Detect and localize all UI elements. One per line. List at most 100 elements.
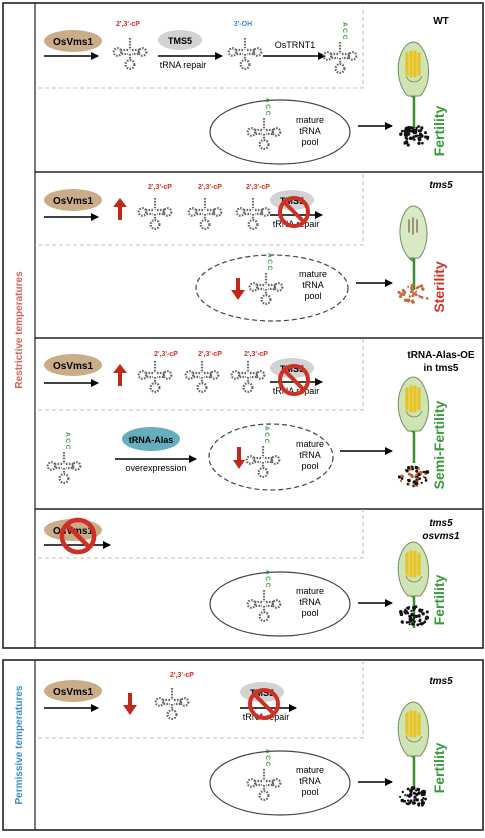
pollen-grain bbox=[420, 296, 424, 299]
pollen-grain bbox=[412, 128, 416, 132]
pollen-grain bbox=[419, 618, 422, 621]
osvms1-oval bbox=[44, 189, 102, 211]
pool-line1: mature bbox=[299, 269, 327, 279]
pollen-grain bbox=[400, 129, 404, 133]
pollen-grain bbox=[410, 465, 413, 468]
pollen-grain bbox=[401, 288, 404, 291]
down-arrow bbox=[231, 278, 245, 300]
cyclic-label: 2',3'-cP bbox=[116, 21, 140, 28]
pool-line2: tRNA bbox=[299, 450, 321, 460]
cyclic-label-1: 2',3'-cP bbox=[154, 351, 178, 358]
pollen-grain bbox=[410, 136, 414, 140]
pollen-grain bbox=[420, 284, 424, 288]
pollen-grain bbox=[413, 798, 416, 802]
tms5-label: TMS5 bbox=[168, 36, 192, 46]
cyclic-label-1: 2',3'-cP bbox=[148, 184, 172, 191]
tms5-label: TMS5 bbox=[280, 364, 304, 374]
cyclic-label-2: 2',3'-cP bbox=[198, 351, 222, 358]
pollen-grain bbox=[408, 623, 411, 626]
pollen-grain bbox=[410, 612, 414, 617]
pollen-grain bbox=[414, 605, 418, 609]
pollen-grain bbox=[418, 477, 421, 481]
pollen-grain bbox=[417, 136, 421, 140]
pollen-fertile bbox=[399, 786, 427, 807]
pollen-grain bbox=[415, 126, 418, 130]
pollen-grain bbox=[405, 802, 408, 805]
panel-tms5: OsVms1 2',3'-cP 2',3'-cP 2',3'-cP TMS5 t… bbox=[38, 172, 453, 322]
phenotype-label: Sterility bbox=[431, 261, 447, 313]
pollen-grain bbox=[413, 138, 416, 141]
pollen-grain bbox=[408, 614, 412, 618]
pollen-grain bbox=[423, 470, 426, 473]
pool-acc-label: A C C bbox=[264, 98, 271, 116]
down-arrow bbox=[123, 693, 137, 715]
pollen-grain bbox=[401, 621, 404, 624]
pool-line3: pool bbox=[301, 137, 318, 147]
pollen-grain bbox=[403, 298, 408, 302]
cyclic-label-3: 2',3'-cP bbox=[246, 184, 270, 191]
pollen-grain bbox=[415, 478, 418, 481]
pool-acc-label: A C C bbox=[264, 570, 271, 588]
trna-alas-label: tRNA-Alas bbox=[129, 435, 174, 445]
pollen-grain bbox=[416, 623, 420, 627]
pool-line3: pool bbox=[301, 461, 318, 471]
pollen-grain bbox=[421, 141, 424, 145]
genotype-line2: osvms1 bbox=[422, 531, 460, 542]
phenotype-label: Fertility bbox=[431, 743, 447, 794]
pollen-grain bbox=[415, 469, 419, 473]
pollen-grain bbox=[403, 141, 406, 144]
pollen-grain bbox=[418, 609, 422, 613]
pollen-grain bbox=[424, 131, 427, 135]
pollen-grain bbox=[412, 283, 415, 286]
trna-pool bbox=[195, 254, 349, 322]
pollen-grain bbox=[412, 480, 417, 484]
repair-label: tRNA repair bbox=[160, 60, 207, 70]
up-arrow bbox=[113, 364, 127, 386]
pollen-grain bbox=[409, 619, 413, 623]
cyclic-label-3: 2',3'-cP bbox=[244, 351, 268, 358]
pool-line1: mature bbox=[296, 115, 324, 125]
pollen-grain bbox=[424, 479, 428, 482]
pollen-grain bbox=[417, 129, 421, 133]
osvms1-oval bbox=[44, 354, 102, 376]
panel-trna-alas-oe: OsVms1 2',3'-cP 2',3'-cP 2',3'-cP TMS5 t… bbox=[38, 338, 475, 491]
trnt-label: OsTRNT1 bbox=[275, 40, 316, 50]
pollen-grain bbox=[420, 126, 424, 130]
pollen-grain bbox=[425, 610, 429, 614]
genotype-label: tms5 bbox=[429, 676, 453, 687]
pollen-grain bbox=[407, 472, 411, 476]
pollen-grain bbox=[415, 798, 419, 802]
up-arrow bbox=[113, 198, 127, 220]
restrictive-label: Restrictive temperatures bbox=[14, 271, 25, 389]
pollen-grain bbox=[412, 135, 416, 139]
pollen-grain bbox=[407, 607, 410, 610]
pollen-grain bbox=[422, 797, 425, 800]
pollen-grain bbox=[413, 620, 416, 624]
pool-acc-label: A C C bbox=[266, 253, 273, 271]
pollen-grain bbox=[424, 476, 427, 479]
pollen-grain bbox=[416, 475, 419, 478]
pollen-grain bbox=[412, 791, 416, 795]
trna-pool bbox=[209, 571, 351, 637]
pollen-grain bbox=[417, 473, 421, 477]
pool-line3: pool bbox=[304, 291, 321, 301]
pollen-grain bbox=[408, 295, 412, 298]
pollen-grain bbox=[426, 135, 430, 138]
osvms1-oval bbox=[44, 30, 102, 52]
osvms1-label: OsVms1 bbox=[53, 361, 93, 372]
phenotype-label: Fertility bbox=[431, 106, 447, 157]
pollen-grain bbox=[406, 482, 409, 485]
pollen-grain bbox=[411, 126, 414, 129]
pollen-grain bbox=[404, 794, 407, 797]
pollen-grain bbox=[407, 794, 411, 798]
panel-tms5-osvms1: OsVms1 tms5 osvms1 Fertility A C C matur… bbox=[38, 509, 460, 637]
pollen-grain bbox=[414, 614, 418, 619]
pollen-grain bbox=[416, 787, 421, 792]
slight-down-arrow bbox=[233, 447, 245, 469]
pollen-grain bbox=[400, 798, 405, 803]
panel-wt: OsVms1 2',3'-cP TMS5 tRNA repair 3'-OH O… bbox=[38, 6, 449, 165]
osvms1-label: OsVms1 bbox=[53, 37, 93, 48]
pollen-grain bbox=[400, 477, 404, 480]
osvms1-label: OsVms1 bbox=[53, 196, 93, 207]
